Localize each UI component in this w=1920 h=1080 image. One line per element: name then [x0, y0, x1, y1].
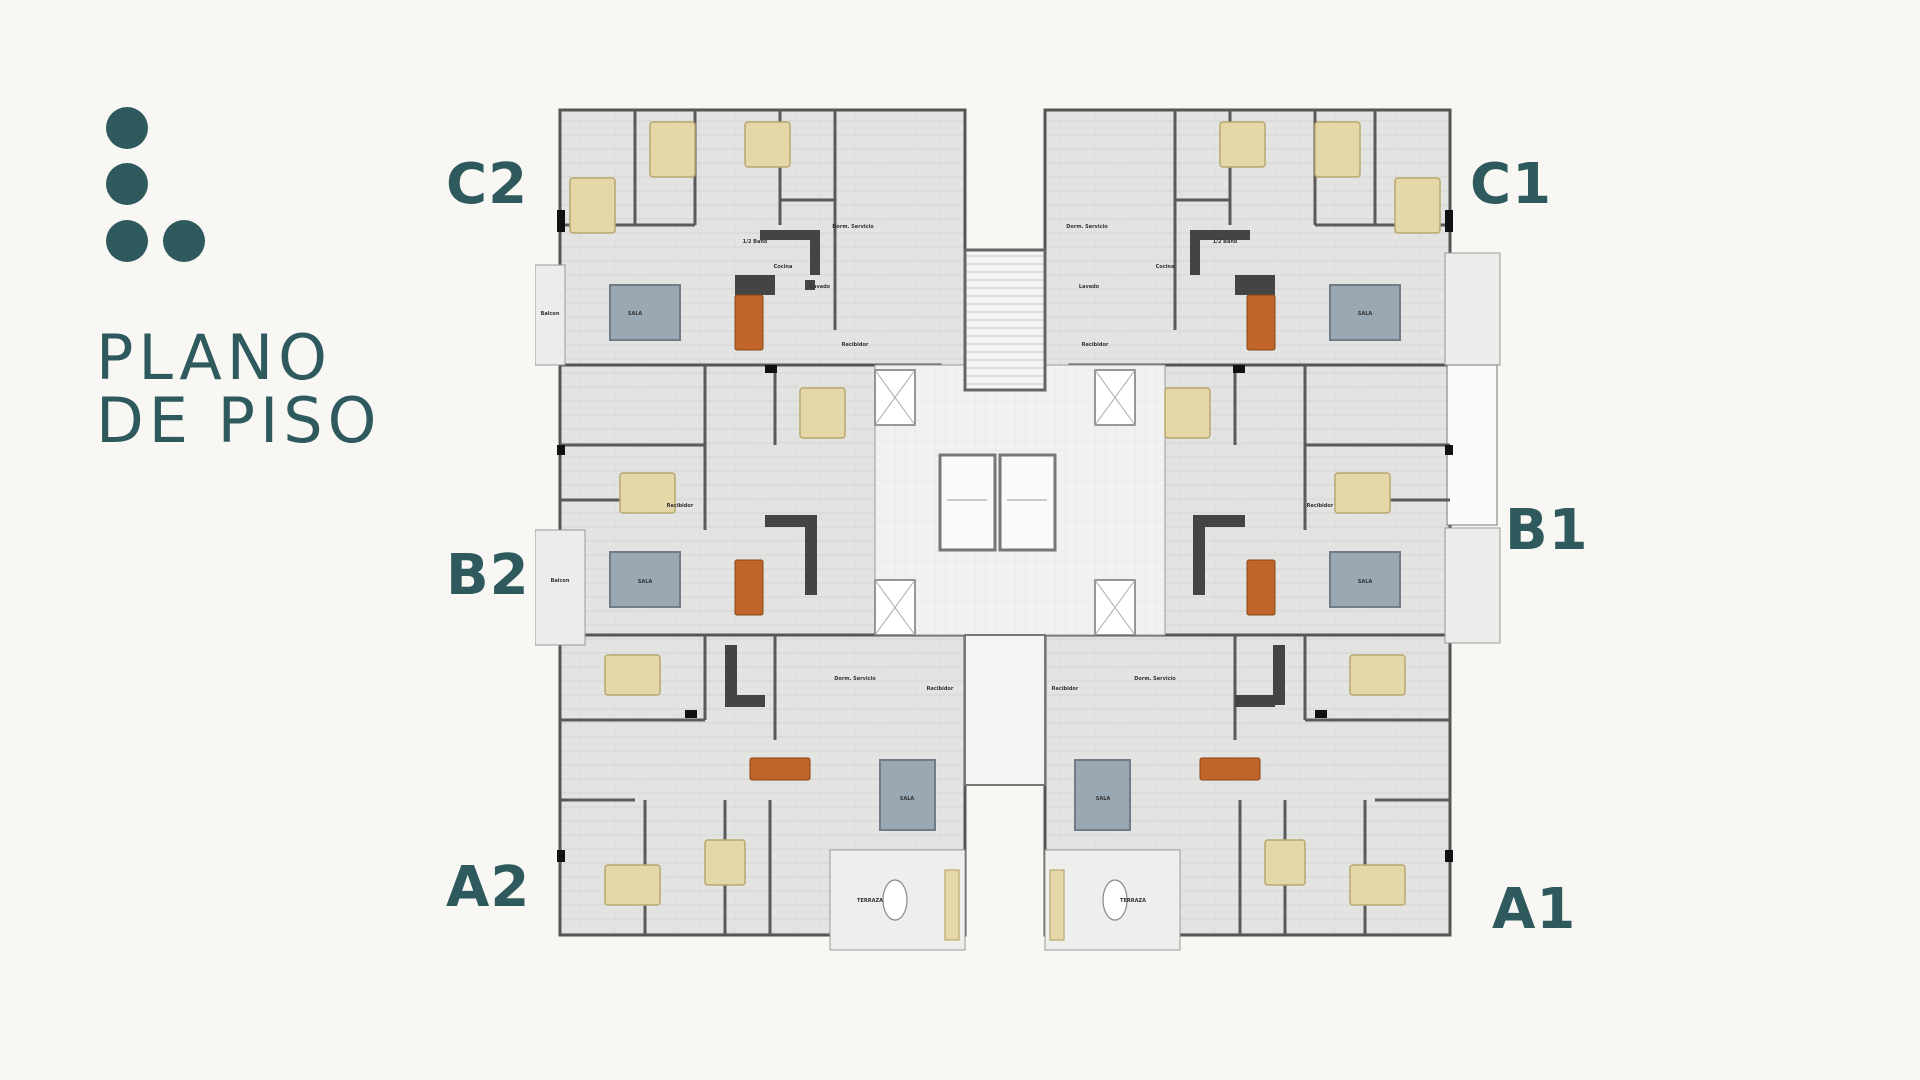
- room-label-balcon-c2: Balcon: [541, 311, 560, 317]
- room-label-sala-b2: SALA: [638, 579, 653, 585]
- bed-a1-b: [1349, 864, 1406, 906]
- room-label-dorm-servicio-c2: Dorm. Servicio: [832, 224, 874, 230]
- terrace-sofa-right: [1049, 869, 1065, 941]
- bed-a1-a: [1349, 654, 1406, 696]
- room-label-lavado-c1: Lavado: [1079, 284, 1100, 290]
- room-label-recibidor-c2: Recibidor: [842, 342, 869, 348]
- room-label-medio-bano-c1: 1/2 Baño: [1213, 239, 1238, 245]
- dining-table-b1: [1246, 559, 1276, 616]
- dining-table-a1: [1199, 757, 1261, 781]
- bed-c2-a: [569, 177, 616, 234]
- room-label-sala-b1: SALA: [1358, 579, 1373, 585]
- balcony-b1: [1444, 527, 1501, 644]
- unit-label-b1: B1: [1505, 498, 1589, 563]
- balcony-b1-upper: [1446, 364, 1498, 526]
- balcony-c1: [1444, 252, 1501, 366]
- living-rug-c2: [609, 284, 681, 341]
- room-label-medio-bano-c2: 1/2 Baño: [743, 239, 768, 245]
- living-rug-b2: [609, 551, 681, 608]
- room-label-recibidor-a2: Recibidor: [927, 686, 954, 692]
- dining-table-b2: [734, 559, 764, 616]
- bed-b2-b: [619, 472, 676, 514]
- terrace-sofa-left: [944, 869, 960, 941]
- core-corridor: [964, 634, 1046, 786]
- bed-c1-c: [1219, 121, 1266, 168]
- dining-table-c1: [1246, 294, 1276, 351]
- room-label-terraza-left: TERRAZA: [857, 898, 883, 904]
- room-label-cocina-c2: Cocina: [774, 264, 793, 270]
- living-rug-a1: [1074, 759, 1131, 831]
- kitchen-island-c1: [1235, 275, 1275, 295]
- balcony-b2: [535, 529, 586, 646]
- bed-b1-a: [1164, 387, 1211, 439]
- unit-label-c2: C2: [446, 152, 529, 217]
- living-rug-c1: [1329, 284, 1401, 341]
- room-label-dorm-servicio-a2: Dorm. Servicio: [834, 676, 876, 682]
- bed-c2-b: [649, 121, 696, 178]
- kitchen-counter-b2: [805, 515, 817, 595]
- room-label-sala-c2: SALA: [628, 311, 643, 317]
- floor-plan: SALA SALA SALA SALA SALA SALA TERRAZA TE…: [535, 108, 1501, 951]
- kitchen-island-c2: [735, 275, 775, 295]
- room-label-recibidor-b1: Recibidor: [1307, 503, 1334, 509]
- room-label-recibidor-a1: Recibidor: [1052, 686, 1079, 692]
- dining-table-c2: [734, 294, 764, 351]
- bed-c1-a: [1394, 177, 1441, 234]
- elevator-right: [998, 453, 1057, 552]
- room-label-dorm-servicio-a1: Dorm. Servicio: [1134, 676, 1176, 682]
- unit-label-c1: C1: [1470, 152, 1553, 217]
- bed-a2-a: [604, 654, 661, 696]
- room-label-terraza-right: TERRAZA: [1120, 898, 1146, 904]
- elevator-left: [938, 453, 997, 552]
- stairwell: [963, 248, 1047, 392]
- logo-dot-2: [106, 163, 148, 205]
- unit-label-b2: B2: [446, 543, 530, 608]
- logo-dot-1: [106, 107, 148, 149]
- unit-label-a1: A1: [1492, 877, 1577, 942]
- terrace-table-left: [882, 879, 908, 921]
- room-label-dorm-servicio-c1: Dorm. Servicio: [1066, 224, 1108, 230]
- bed-b2-a: [799, 387, 846, 439]
- page-title-line1: PLANO: [96, 321, 332, 394]
- terrace-table-right: [1102, 879, 1128, 921]
- bed-a2-b: [604, 864, 661, 906]
- bed-b1-b: [1334, 472, 1391, 514]
- logo-dot-4: [163, 220, 205, 262]
- room-label-balcon-b2: Balcon: [551, 578, 570, 584]
- living-rug-b1: [1329, 551, 1401, 608]
- bed-c2-c: [744, 121, 791, 168]
- bed-a1-c: [1264, 839, 1306, 886]
- room-label-cocina-c1: Cocina: [1156, 264, 1175, 270]
- room-label-recibidor-c1: Recibidor: [1082, 342, 1109, 348]
- kitchen-counter-c1: [1190, 230, 1250, 240]
- kitchen-counter-c2: [760, 230, 820, 240]
- balcony-c2: [535, 264, 566, 366]
- bed-c1-b: [1314, 121, 1361, 178]
- unit-label-a2: A2: [446, 855, 531, 920]
- room-label-sala-a2: SALA: [900, 796, 915, 802]
- kitchen-counter-a2: [725, 645, 737, 705]
- logo-dot-3: [106, 220, 148, 262]
- bed-a2-c: [704, 839, 746, 886]
- page-title-line2: DE PISO: [96, 384, 382, 457]
- dining-table-a2: [749, 757, 811, 781]
- room-label-sala-a1: SALA: [1096, 796, 1111, 802]
- living-rug-a2: [879, 759, 936, 831]
- kitchen-counter-a1: [1273, 645, 1285, 705]
- room-label-recibidor-b2: Recibidor: [667, 503, 694, 509]
- room-label-sala-c1: SALA: [1358, 311, 1373, 317]
- room-label-lavado-c2: Lavado: [810, 284, 831, 290]
- kitchen-counter-b1: [1193, 515, 1205, 595]
